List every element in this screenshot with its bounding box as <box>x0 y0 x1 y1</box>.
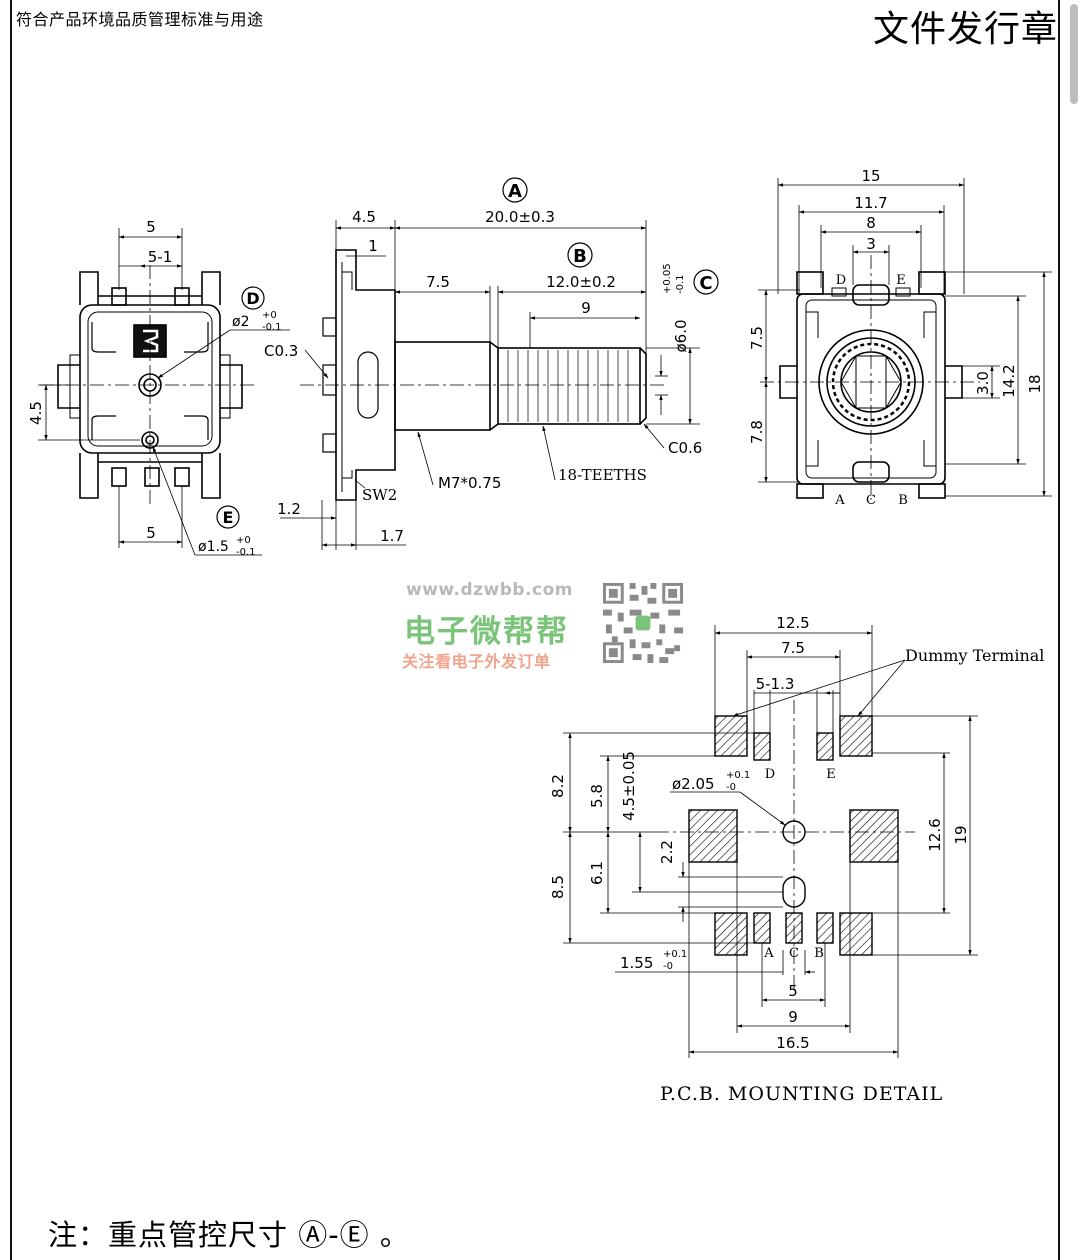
label-teeth: 18-TEETHS <box>558 466 647 484</box>
dim-front-pitch: 5-1 <box>148 248 173 266</box>
dim-side-knurl: 9 <box>581 299 591 317</box>
dim-hole-e: ø1.5 <box>198 539 229 555</box>
pcb-pin-e: E <box>826 767 836 782</box>
dim-hole-d-tol-dn: -0.1 <box>262 322 282 333</box>
pcb-caption: P.C.B. MOUNTING DETAIL <box>660 1083 944 1105</box>
dim-side-shaft: 12.0±0.2 <box>546 273 616 291</box>
label-thread: M7*0.75 <box>438 474 501 492</box>
front-view <box>38 228 290 556</box>
dim-pcb-8-5: 8.5 <box>549 875 567 899</box>
dim-side-bottom-b: 1.7 <box>380 527 404 545</box>
dim-pcb-5-1-3: 5-1.3 <box>756 675 795 693</box>
dim-top-7-5: 7.5 <box>748 326 766 350</box>
dim-hole-d-tol-up: +0 <box>262 310 277 321</box>
pin-label-a: A <box>834 493 845 508</box>
dim-pcb-slot: 1.55 <box>620 954 653 972</box>
header-issue-stamp: 文件发行章 <box>872 9 1058 50</box>
side-view <box>280 177 719 550</box>
callout-c: C <box>699 273 712 294</box>
dim-top-3-0: 3.0 <box>974 371 992 395</box>
dim-pcb-6-1: 6.1 <box>588 861 606 885</box>
dim-top-7-8: 7.8 <box>748 420 766 444</box>
document-frame <box>10 0 1060 1260</box>
dim-side-bottom-a: 1.2 <box>277 500 301 518</box>
dim-pcb-hole: ø2.05 <box>672 775 715 793</box>
watermark-url: www.dzwbb.com <box>406 580 574 600</box>
label-chamfer-c06: C0.6 <box>668 439 702 457</box>
watermark-slogan: 关注看电子外发订单 <box>402 652 551 671</box>
footer-note: 注：重点管控尺寸 Ⓐ-Ⓔ 。 <box>48 1218 410 1252</box>
top-view-labels: 15 11.7 8 3 7.5 7.8 3.0 14.2 18 D E A C … <box>748 167 1044 508</box>
dim-hole-e-tol-up: +0 <box>236 535 251 546</box>
dim-pcb-4-5: 4.5±0.05 <box>620 751 638 821</box>
dim-top-15: 15 <box>861 167 880 185</box>
scrollbar[interactable] <box>1068 0 1078 1248</box>
dim-pcb-hole-tol-up: +0.1 <box>726 770 750 781</box>
front-view-labels: 5 5-1 4.5 5 D E ø2 +0 -0.1 ø1.5 +0 -0.1 <box>27 218 282 558</box>
callout-a: A <box>508 181 522 202</box>
pcb-pin-d: D <box>765 767 775 782</box>
header-standard-text: 符合产品环境品质管理标准与用途 <box>16 10 264 29</box>
pin-label-d: D <box>836 273 846 288</box>
dim-front-top-width: 5 <box>146 218 156 236</box>
pin-label-c: C <box>866 493 876 508</box>
label-chamfer-c03: C0.3 <box>264 342 298 360</box>
dim-top-3: 3 <box>866 235 876 253</box>
dim-side-overall: 20.0±0.3 <box>485 208 555 226</box>
dim-top-14-2: 14.2 <box>1000 364 1018 397</box>
pcb-pin-a: A <box>763 946 774 961</box>
dim-top-18: 18 <box>1026 374 1044 393</box>
dim-pcb-19: 19 <box>952 825 970 844</box>
dim-pcb-16-5: 16.5 <box>776 1034 809 1052</box>
dim-side-shaft-dia-tol-up: +0.05 <box>662 263 673 294</box>
dim-pcb-12-6: 12.6 <box>926 818 944 851</box>
callout-b: B <box>573 246 587 267</box>
dim-side-bushing: 7.5 <box>426 273 450 291</box>
pcb-pin-c: C <box>789 946 799 961</box>
dim-pcb-8-2: 8.2 <box>549 774 567 798</box>
top-view <box>758 178 1052 500</box>
dim-top-11-7: 11.7 <box>854 194 887 212</box>
scrollbar-thumb[interactable] <box>1070 4 1078 104</box>
pin-label-e: E <box>896 273 906 288</box>
dim-side-flange: 1 <box>368 237 378 255</box>
watermark-name: 电子微帮帮 <box>404 614 569 650</box>
side-view-labels: A B C 4.5 20.0±0.3 1 7.5 12.0±0.2 9 ø6.0… <box>264 181 713 545</box>
dim-side-shaft-dia-tol-dn: -0.1 <box>675 274 686 294</box>
dim-side-shaft-dia: ø6.0 <box>672 319 690 352</box>
pin-label-b: B <box>898 493 908 508</box>
label-dummy-terminal: Dummy Terminal <box>905 646 1044 665</box>
dim-side-body: 4.5 <box>352 208 376 226</box>
pcb-labels: 12.5 7.5 5-1.3 Dummy Terminal 8.2 5.8 4.… <box>549 614 1044 1052</box>
dim-hole-e-tol-dn: -0.1 <box>236 547 256 558</box>
callout-e: E <box>223 508 234 527</box>
dim-front-height: 4.5 <box>27 401 45 425</box>
dim-pcb-7-5: 7.5 <box>781 639 805 657</box>
dim-pcb-12-5: 12.5 <box>776 614 809 632</box>
dim-pcb-5-8: 5.8 <box>588 784 606 808</box>
dim-pcb-slot-tol-up: +0.1 <box>663 949 687 960</box>
dim-pcb-5: 5 <box>788 982 798 1000</box>
dim-top-8: 8 <box>866 214 876 232</box>
dim-pcb-9: 9 <box>788 1008 798 1026</box>
pcb-pin-b: B <box>814 946 824 961</box>
watermark: www.dzwbb.com 电子微帮帮 关注看电子外发订单 <box>392 578 690 671</box>
dim-pcb-2-2: 2.2 <box>658 840 676 864</box>
label-switch: SW2 <box>362 486 397 504</box>
dim-pcb-hole-tol-dn: -0 <box>726 782 736 793</box>
dim-front-bottom-width: 5 <box>146 524 156 542</box>
dim-hole-d: ø2 <box>232 314 249 330</box>
callout-d: D <box>246 289 259 308</box>
dim-pcb-slot-tol-dn: -0 <box>663 961 673 972</box>
qr-code-icon <box>600 580 686 666</box>
pcb-layout <box>563 625 978 1058</box>
